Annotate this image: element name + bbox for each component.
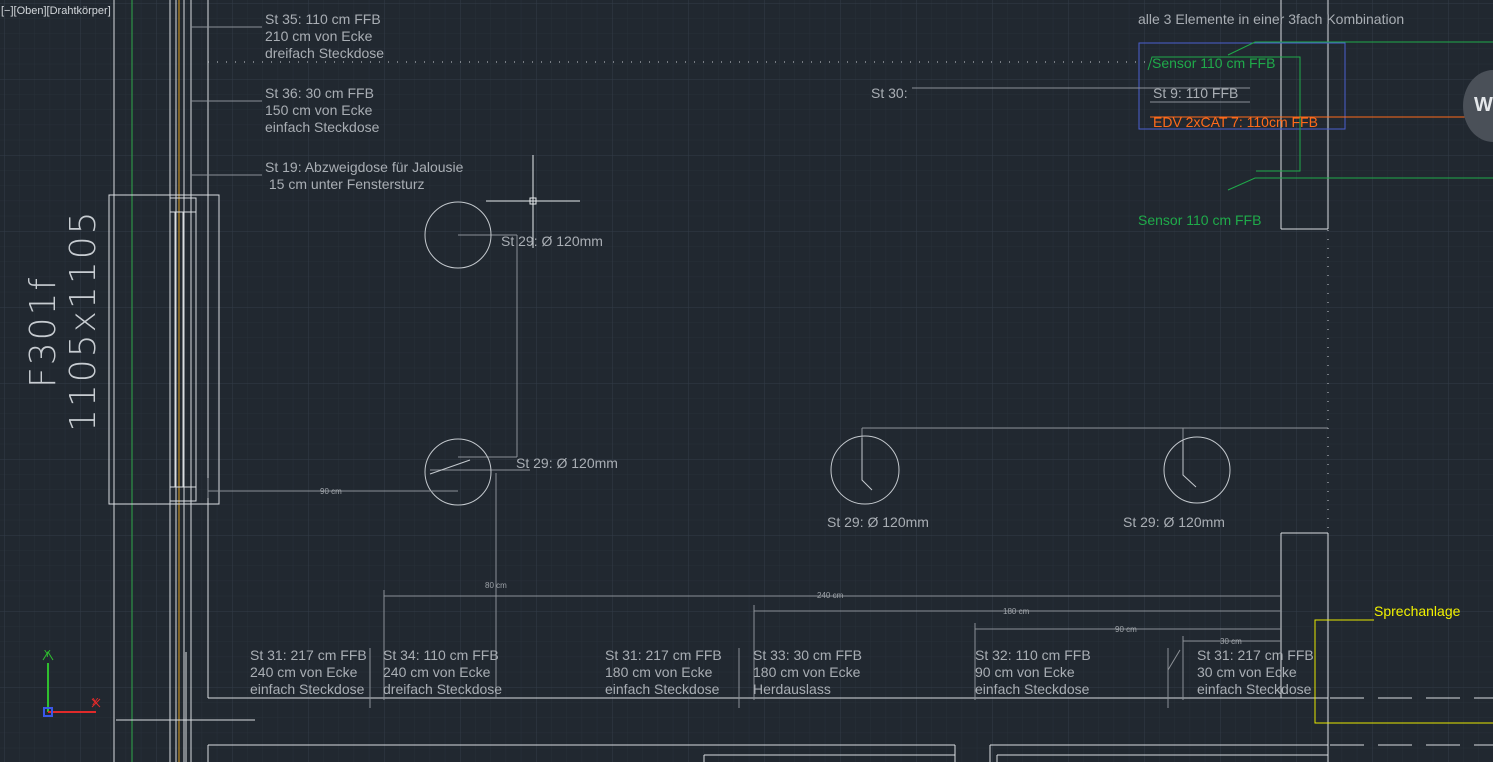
- dim-vert-80: 80 cm: [485, 581, 507, 590]
- bottom-1-line2: 240 cm von Ecke: [250, 664, 358, 680]
- annotation-st29-b: St 29: Ø 120mm: [516, 455, 618, 471]
- ceiling-outlet-4: [1163, 436, 1231, 504]
- ceiling-outlet-1: [424, 201, 492, 269]
- annotation-st29-a: St 29: Ø 120mm: [501, 233, 603, 249]
- bottom-1-line3: einfach Steckdose: [250, 681, 365, 697]
- bottom-6-line3: einfach Steckdose: [1197, 681, 1312, 697]
- cursor-crosshair: [486, 155, 580, 248]
- annotation-leaders: [191, 26, 1328, 708]
- ucs-y-label: Y: [44, 649, 51, 660]
- sensor-leaders: [1147, 41, 1493, 191]
- sprechanlage-leader: [1314, 619, 1493, 724]
- st35-line2: 210 cm von Ecke: [265, 28, 373, 44]
- annotation-st30: St 30:: [871, 85, 908, 101]
- bottom-2-line3: dreifach Steckdose: [383, 681, 503, 697]
- annotation-st9: St 9: 110 FFB: [1153, 85, 1239, 101]
- dimension-lines: [207, 473, 1281, 700]
- bottom-5-line1: St 32: 110 cm FFB: [975, 647, 1091, 663]
- st35-line1: St 35: 110 cm FFB: [265, 11, 381, 27]
- bottom-3-line1: St 31: 217 cm FFB: [605, 647, 722, 663]
- wall-lines-left: [113, 0, 209, 762]
- dim-90: 90 cm: [1115, 625, 1137, 634]
- bottom-4-line1: St 33: 30 cm FFB: [753, 647, 862, 663]
- dim-30: 30 cm: [1220, 637, 1242, 646]
- dim-180: 180 cm: [1003, 607, 1030, 616]
- annotation-st29-d: St 29: Ø 120mm: [1123, 514, 1225, 530]
- annotation-sprechanlage: Sprechanlage: [1374, 603, 1461, 619]
- st35-line3: dreifach Steckdose: [265, 45, 385, 61]
- annotation-edv: EDV 2xCAT 7: 110cm FFB: [1153, 114, 1318, 130]
- st36-line3: einfach Steckdose: [265, 119, 380, 135]
- annotation-sensor-top: Sensor 110 cm FFB: [1152, 55, 1276, 71]
- bottom-5-line3: einfach Steckdose: [975, 681, 1090, 697]
- st36-line1: St 36: 30 cm FFB: [265, 85, 374, 101]
- bottom-3-line3: einfach Steckdose: [605, 681, 720, 697]
- combo-outline: [1138, 42, 1346, 130]
- window-block: [108, 194, 220, 505]
- bottom-5-line2: 90 cm von Ecke: [975, 664, 1075, 680]
- ucs-x-label: X: [92, 697, 99, 708]
- st19-line2: 15 cm unter Fenstersturz: [265, 176, 425, 192]
- st19-line1: St 19: Abzweigdose für Jalousie: [265, 159, 464, 175]
- annotation-sensor-bottom: Sensor 110 cm FFB: [1138, 212, 1262, 228]
- column-top-right: [1280, 0, 1329, 230]
- right-dashed-wall: [1330, 697, 1493, 746]
- bottom-4-line2: 180 cm von Ecke: [753, 664, 861, 680]
- annotation-st29-c: St 29: Ø 120mm: [827, 514, 929, 530]
- dim-left-90: 90 cm: [320, 487, 342, 496]
- bottom-2-line1: St 34: 110 cm FFB: [383, 647, 499, 663]
- room-bottom-wall: [116, 532, 1329, 762]
- viewport-control[interactable]: [−][Oben][Drahtkörper]: [1, 5, 111, 17]
- viewcube-letter: W: [1474, 94, 1493, 116]
- bottom-3-line2: 180 cm von Ecke: [605, 664, 713, 680]
- bottom-2-line2: 240 cm von Ecke: [383, 664, 491, 680]
- ceiling-outlet-2: [424, 438, 492, 506]
- annotation-combo-note: alle 3 Elemente in einer 3fach Kombinati…: [1138, 11, 1405, 27]
- bottom-4-line3: Herdauslass: [753, 681, 831, 697]
- dim-240: 240 cm: [817, 591, 844, 600]
- window-tag-size: 1105x1105: [63, 209, 104, 432]
- bottom-1-line1: St 31: 217 cm FFB: [250, 647, 367, 663]
- window-tag-code: F301f: [23, 275, 64, 388]
- ucs-icon: [42, 651, 101, 717]
- st36-line2: 150 cm von Ecke: [265, 102, 373, 118]
- annotation-st19: St 19: Abzweigdose für Jalousie 15 cm un…: [265, 159, 463, 193]
- bottom-6-line2: 30 cm von Ecke: [1197, 664, 1297, 680]
- ceiling-outlet-3: [830, 435, 900, 505]
- bottom-6-line1: St 31: 217 cm FFB: [1197, 647, 1314, 663]
